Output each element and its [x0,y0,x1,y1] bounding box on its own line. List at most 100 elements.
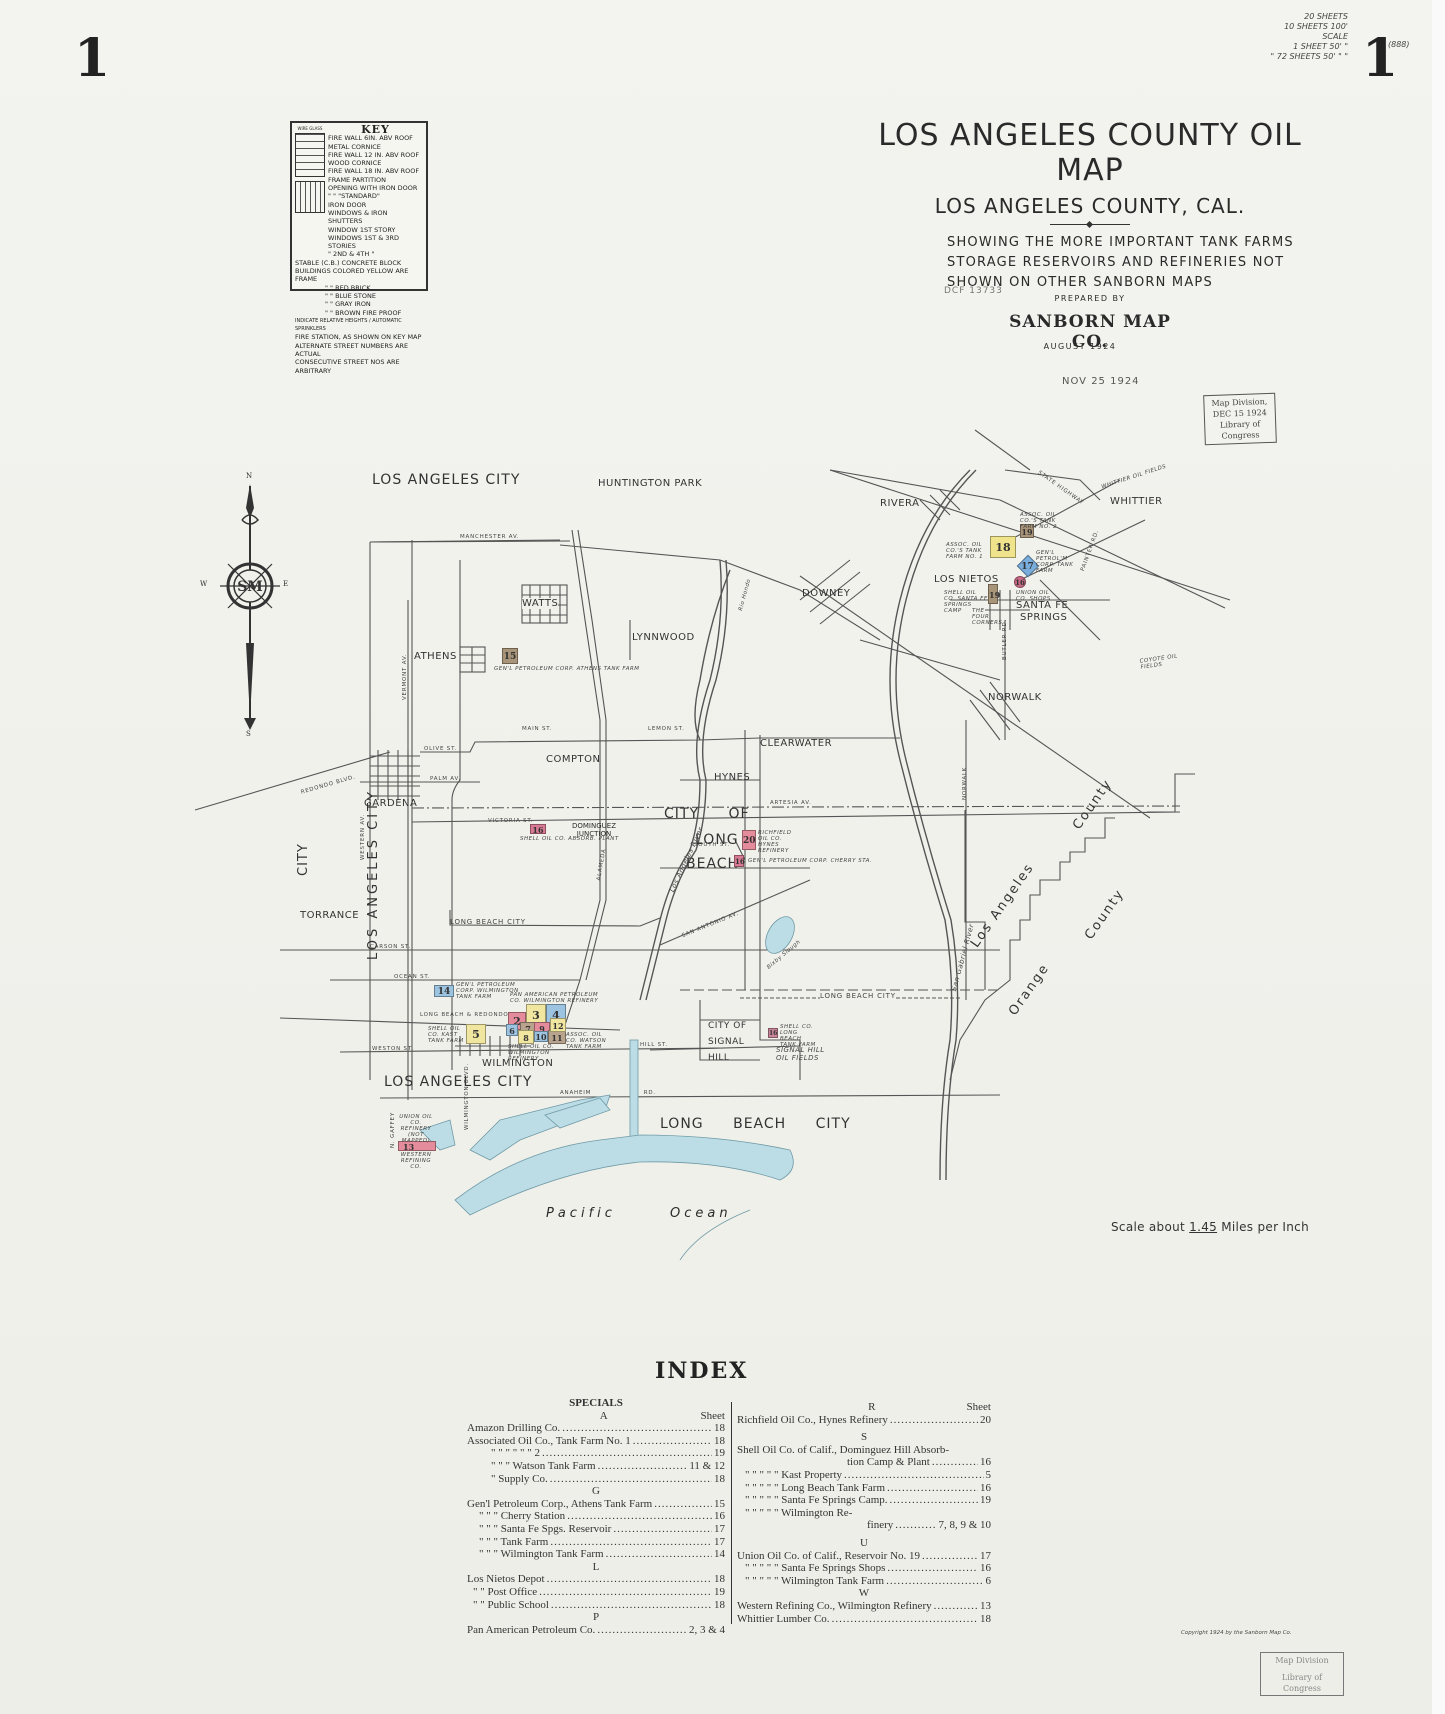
index-entry[interactable]: " " " Tank Farm17 [467,1536,725,1549]
index-entry[interactable]: Shell Oil Co. of Calif., Dominguez Hill … [737,1443,950,1456]
marker-19-assoc[interactable]: 19 [1020,524,1034,538]
annotation-gp-cherry: GEN'L PETROLEUM CORP. CHERRY STA. [748,858,873,864]
annotation-richfield: RICHFIELD OIL CO. HYNES REFINERY [758,830,792,854]
index-entry[interactable]: Whittier Lumber Co.18 [737,1613,991,1626]
index-entry[interactable]: " " " " " Santa Fe Springs Shops16 [737,1562,991,1575]
label-los-angeles-city-south: LOS ANGELES CITY [384,1074,533,1090]
annotation-four-corners: THE FOUR CORNERS [972,608,1003,626]
catalog-stamp: DCF 13733 [944,286,1003,296]
index-entry[interactable]: Richfield Oil Co., Hynes Refinery20 [737,1414,991,1427]
street-main: MAIN ST. [522,726,553,732]
index-letter: S [860,1431,868,1444]
bottom-library-stamp: Map Division Library of Congress [1260,1652,1344,1696]
index-entry[interactable]: Los Nietos Depot18 [467,1573,725,1586]
label-springs: SPRINGS [1020,612,1068,623]
label-norwalk: NORWALK [988,692,1042,703]
marker-14[interactable]: 14 [434,985,454,997]
index-entry[interactable]: " " " " " " 219 [467,1447,725,1460]
street-hill: HILL ST. [640,1042,668,1048]
street-manchester: MANCHESTER AV. [460,534,520,540]
index-title: INDEX [655,1358,749,1384]
key-window-symbols [295,181,325,213]
label-gardena: GARDENA [364,798,418,809]
marker-19-los-nietos[interactable]: 19 [988,584,1000,604]
label-athens: ATHENS [414,651,457,662]
index-entry[interactable]: Associated Oil Co., Tank Farm No. 118 [467,1435,725,1448]
marker-6[interactable]: 6 [506,1024,518,1036]
index-entry[interactable]: Pan American Petroleum Co.2, 3 & 4 [467,1624,725,1637]
svg-text:SM: SM [237,579,263,595]
index-entry[interactable]: Gen'l Petroleum Corp., Athens Tank Farm1… [467,1498,725,1511]
annotation-union-refinery: UNION OIL CO. REFINERY (NOT MAPPED) [399,1114,433,1144]
index-entry[interactable]: tion Camp & Plant16 [737,1456,991,1469]
label-los-angeles-city-north: LOS ANGELES CITY [372,472,521,488]
compass-rose: SM N W E S [200,472,288,738]
marker-12[interactable]: 12 [550,1018,566,1032]
index-entry[interactable]: " " " " " Long Beach Tank Farm16 [737,1482,991,1495]
annotation-shell-wilmington: SHELL OIL CO. WILMINGTON REFINERY [508,1044,554,1062]
index-letter: P [592,1611,600,1624]
street-ocean: OCEAN ST. [394,974,431,980]
marker-3[interactable]: 3 [526,1004,546,1026]
label-ocean: Ocean [670,1206,732,1221]
label-long-beach-city-west: LONG BEACH CITY [450,918,526,926]
compass-north-label: N [246,472,253,480]
index-entry[interactable]: " " Public School18 [467,1599,725,1612]
title-divider [1050,220,1130,229]
index-entry[interactable]: Amazon Drilling Co.18 [467,1422,725,1435]
index-entry[interactable]: " " " " " Kast Property5 [737,1469,991,1482]
index-entry[interactable]: " " Post Office19 [467,1586,725,1599]
index-entry[interactable]: " Supply Co.18 [467,1473,725,1486]
compass-east-label: E [283,580,289,588]
label-santa-fe: SANTA FE [1016,600,1069,611]
marker-16-santa-fe[interactable]: 16 [1014,576,1026,588]
marker-20[interactable]: 20 [742,830,756,850]
marker-13[interactable]: 13 [398,1141,436,1152]
marker-15[interactable]: 15 [502,648,518,664]
map-key-legend: WIRE GLASS KEY FIRE WALL 6IN. ABV ROOF M… [290,121,428,375]
street-western: WESTERN AV. [360,814,366,860]
label-downey: DOWNEY [802,588,851,599]
street-lemon: LEMON ST. [648,726,685,732]
marker-5[interactable]: 5 [466,1024,486,1044]
marker-16-signal-hill[interactable]: 16 [768,1028,778,1038]
marker-8[interactable]: 8 [518,1030,534,1044]
index-entry[interactable]: " " " " " Wilmington Re- [745,1506,853,1519]
label-lynnwood: LYNNWOOD [632,632,695,643]
index-entry[interactable]: " " " Watson Tank Farm11 & 12 [467,1460,725,1473]
annotation-assoc-1: ASSOC. OIL CO.'S TANK FARM NO. 1 [946,542,984,560]
marker-16-cherry[interactable]: 16 [734,855,745,867]
publication-date: AUGUST 1924 [1043,342,1117,351]
index-entry[interactable]: " " " " " Wilmington Tank Farm6 [737,1575,991,1588]
label-rivera: RIVERA [880,498,920,509]
street-carson: CARSON ST. [370,944,412,950]
index-column-left: SPECIALS A Sheet Amazon Drilling Co.18 A… [467,1397,725,1636]
index-letter: W [858,1587,870,1600]
index-entry[interactable]: " " " Wilmington Tank Farm14 [467,1548,725,1561]
marker-10[interactable]: 10 [534,1031,548,1042]
label-pacific: Pacific [546,1206,616,1221]
street-norwalk-rd: NORWALK [962,766,968,800]
street-vermont: VERMONT AV. [402,653,408,700]
marker-18[interactable]: 18 [990,536,1016,558]
index-entry[interactable]: " " " " " Santa Fe Springs Camp.19 [737,1494,991,1507]
key-wall-symbols [295,133,325,177]
scale-value: 1.45 [1189,1220,1218,1234]
index-entry[interactable]: Western Refining Co., Wilmington Refiner… [737,1600,991,1613]
street-lb-redondo: LONG BEACH & REDONDO [420,1012,509,1018]
label-los-angeles-vertical: LOS ANGELES CITY [366,789,381,960]
label-huntington-park: HUNTINGTON PARK [598,478,703,489]
index-letter: U [860,1536,868,1549]
street-south: SOUTH ST. [694,842,731,848]
annotation-shell-kast: SHELL OIL CO. KAST TANK FARM [428,1026,464,1044]
index-entry[interactable]: Union Oil Co. of Calif., Reservoir No. 1… [737,1550,991,1563]
index-entry[interactable]: finery7, 8, 9 & 10 [737,1519,991,1532]
index-entry[interactable]: " " " Santa Fe Spgs. Reservoir17 [467,1523,725,1536]
marker-16-dominguez[interactable]: 16 [530,824,546,835]
index-entry[interactable]: " " " Cherry Station16 [467,1510,725,1523]
street-butler: BUTLER RD. [1002,618,1008,660]
annotation-assoc-2: ASSOC. OIL CO.'S TANK FARM NO. 2 [1020,512,1058,530]
street-anaheim: ANAHEIM RD. [560,1090,656,1096]
